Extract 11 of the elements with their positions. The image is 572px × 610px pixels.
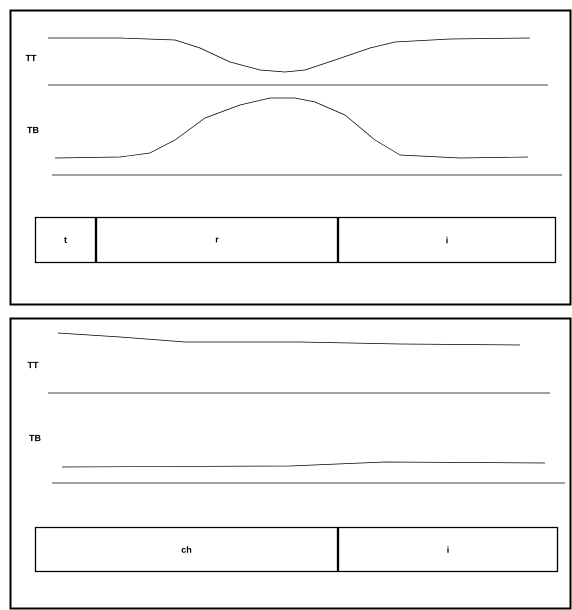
bar-segment: ch bbox=[34, 526, 338, 572]
bar-segment: t bbox=[34, 216, 96, 264]
signal-label: TT bbox=[28, 362, 38, 368]
signal-label: TT bbox=[26, 54, 36, 62]
signal-label: TB bbox=[29, 434, 41, 442]
bar-segment: i bbox=[338, 526, 558, 572]
panel-frame bbox=[10, 10, 572, 306]
signal-label: TB bbox=[27, 126, 39, 134]
panel-frame bbox=[10, 318, 572, 610]
bar-segment: i bbox=[338, 216, 556, 264]
bar-segment: r bbox=[96, 216, 338, 264]
